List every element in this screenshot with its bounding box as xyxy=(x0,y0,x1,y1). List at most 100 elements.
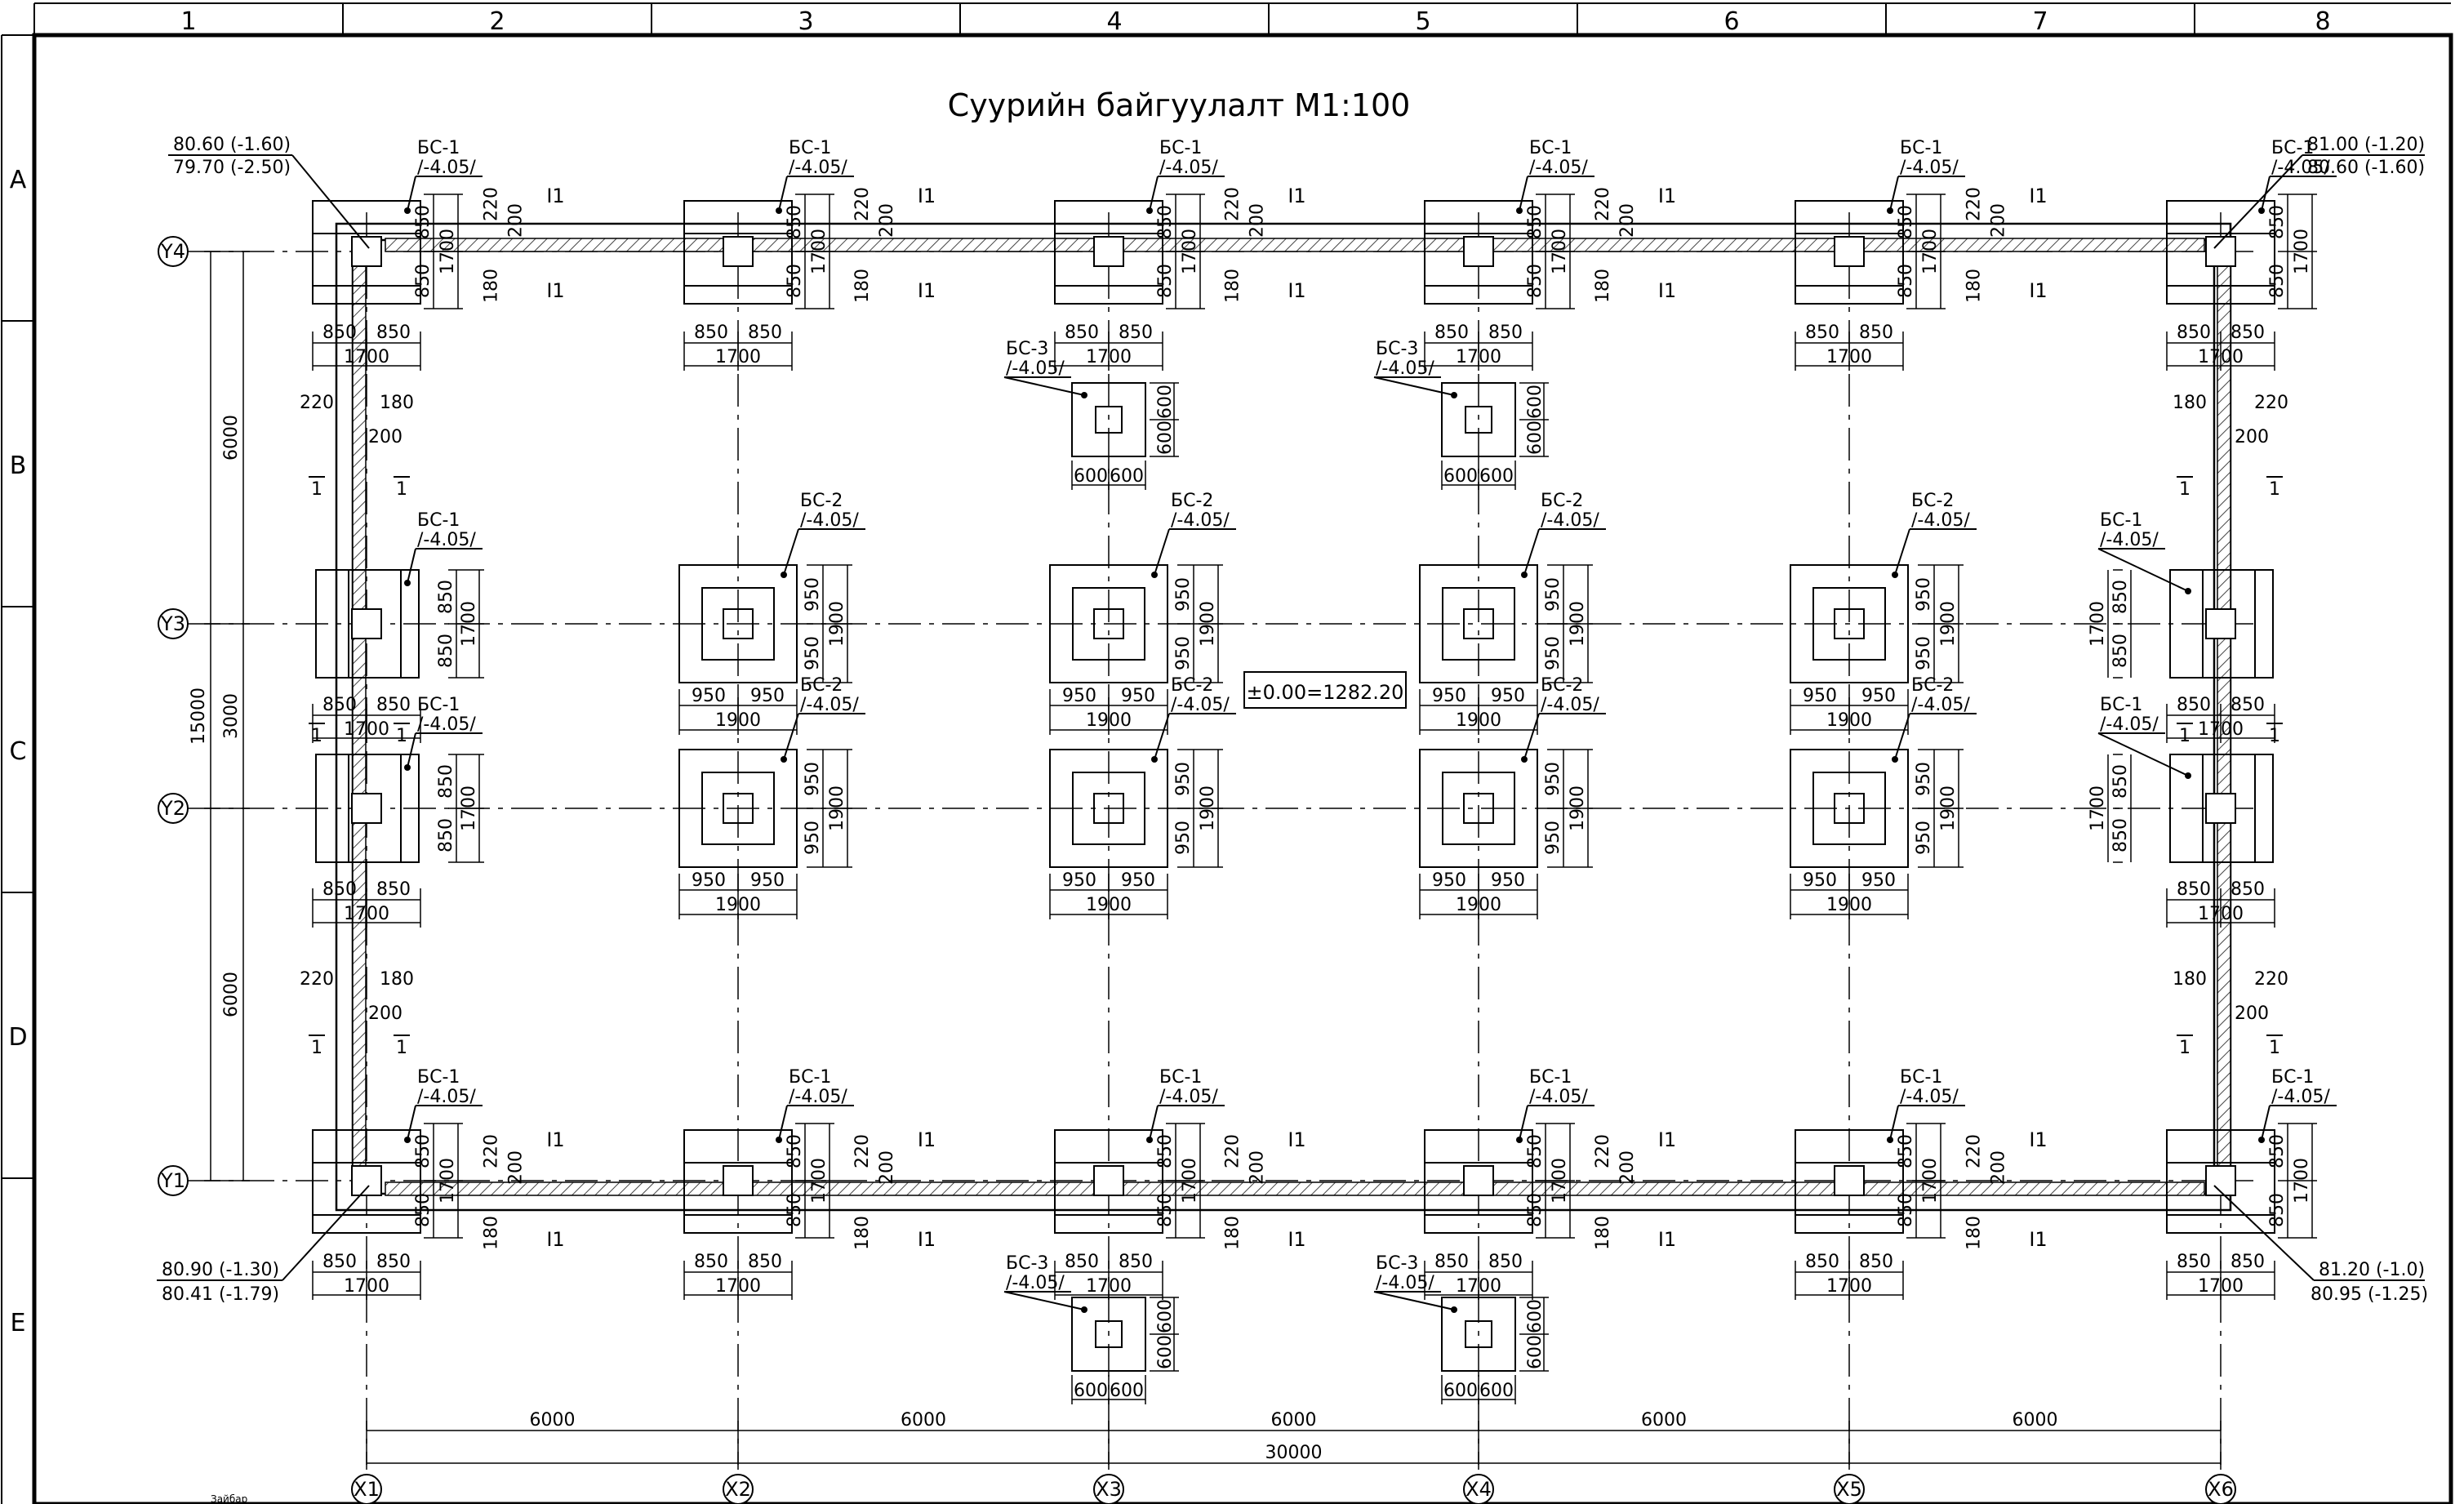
dim-text: 1900 xyxy=(715,895,761,915)
dim-text: 600 xyxy=(1074,1381,1108,1401)
leader-dot xyxy=(2258,207,2265,214)
dim-text: 600 xyxy=(1155,1335,1176,1369)
footing-step xyxy=(348,754,402,863)
wall-dim-text: 200 xyxy=(506,1150,527,1185)
dim-text: 850 xyxy=(322,323,357,343)
footing-bs2: БС-2/-4.05/ xyxy=(1049,675,1236,868)
wall-dim-text: 220 xyxy=(1223,1134,1243,1168)
dim-text: 950 xyxy=(692,686,726,706)
wall-dim-text: 200 xyxy=(1989,203,2009,238)
column-stub xyxy=(723,236,754,267)
leader-dot xyxy=(1151,756,1158,763)
footing-step xyxy=(701,772,775,845)
dim-text: 850 xyxy=(785,264,805,298)
dim-text: 950 xyxy=(1062,686,1096,706)
dim-text: 850 xyxy=(785,1193,805,1227)
wall-bottom xyxy=(385,1181,2205,1196)
elevation-line-1: 81.20 (-1.0) xyxy=(2319,1260,2425,1280)
wall-dim-text: 180 xyxy=(380,393,414,413)
section-mark: 1 xyxy=(2269,726,2280,746)
dim-text: 950 xyxy=(1543,762,1563,796)
section-mark: I1 xyxy=(1658,279,1676,302)
footing-step xyxy=(701,587,775,661)
footing-label: БС-2 xyxy=(1911,675,1954,696)
footing-outline xyxy=(1790,749,1909,868)
dim-text: 850 xyxy=(1155,205,1176,239)
dim-text: 850 xyxy=(436,818,456,852)
wall-dim-text: 220 xyxy=(852,1134,873,1168)
footing-level: /-4.05/ xyxy=(1376,1273,1434,1293)
axis-label-x: X1 xyxy=(354,1478,380,1501)
dim-text: 850 xyxy=(1525,1134,1546,1168)
leader-dot xyxy=(781,756,787,763)
section-mark: I1 xyxy=(546,1128,564,1151)
dim-text: 1700 xyxy=(1086,347,1132,367)
footing-step xyxy=(1054,1162,1163,1216)
dim-text: 1700 xyxy=(715,347,761,367)
dim-text: 1700 xyxy=(438,229,458,274)
footing-step xyxy=(1424,1162,1533,1216)
leader-line xyxy=(1523,713,1540,760)
footing-label: БС-1 xyxy=(1900,1067,1942,1088)
dim-text: 950 xyxy=(1173,821,1194,855)
leader-dot xyxy=(1521,756,1528,763)
wall-dim-text: 180 xyxy=(2173,393,2207,413)
footing-level: /-4.05/ xyxy=(1376,358,1434,379)
section-mark: 1 xyxy=(396,726,407,746)
dim-text: 6000 xyxy=(2013,1410,2058,1431)
dim-text: 850 xyxy=(785,1134,805,1168)
elevation-line-1: 80.60 (-1.60) xyxy=(173,135,291,155)
axis-bubble xyxy=(158,793,189,824)
leader-dot xyxy=(1516,1137,1523,1143)
footing-bs1: БС-1/-4.05/ xyxy=(315,695,483,863)
partial-label: Зайбар xyxy=(211,1493,247,1504)
dim-text: 1700 xyxy=(2198,347,2244,367)
footing-bs2: БС-2/-4.05/ xyxy=(1790,675,1977,868)
dim-text: 1900 xyxy=(1938,601,1959,647)
leader-line xyxy=(783,713,799,760)
footing-level: /-4.05/ xyxy=(1911,510,1970,531)
dim-text: 1700 xyxy=(344,719,389,740)
axis-bubble xyxy=(351,1474,382,1504)
dim-text: 850 xyxy=(322,695,357,715)
elevation-line-1: 80.90 (-1.30) xyxy=(162,1260,279,1280)
leader-dot xyxy=(1887,1137,1893,1143)
wall-dim-text: 200 xyxy=(368,1003,403,1024)
dim-text: 1700 xyxy=(459,785,479,831)
axis-label-y: Y4 xyxy=(160,240,185,263)
leader-line xyxy=(1154,713,1170,760)
dim-text: 850 xyxy=(2267,264,2288,298)
wall-dim-text: 200 xyxy=(877,1150,897,1185)
footing-label: БС-3 xyxy=(1006,339,1048,359)
column-stub xyxy=(1463,608,1494,639)
frame-row-label: B xyxy=(10,452,27,480)
leader-dot xyxy=(1521,572,1528,578)
column-stub xyxy=(1465,406,1492,434)
elevation-line-2: 80.95 (-1.25) xyxy=(2311,1284,2428,1305)
dim-text: 850 xyxy=(1859,1252,1893,1272)
section-mark: 1 xyxy=(311,1038,322,1058)
leader-line xyxy=(2097,732,2189,776)
dim-text: 600 xyxy=(1525,1299,1546,1333)
axis-bubble xyxy=(158,1165,189,1196)
frame-column-label: 8 xyxy=(2315,7,2330,36)
dim-text: 850 xyxy=(413,1193,434,1227)
footing-level: /-4.05/ xyxy=(789,1087,847,1107)
column-stub xyxy=(1463,1165,1494,1196)
dim-text: 600 xyxy=(1155,420,1176,455)
frame-column-label: 1 xyxy=(180,7,196,36)
dim-text: 850 xyxy=(1488,323,1523,343)
wall-dim-text: 200 xyxy=(1617,203,1638,238)
leader-line xyxy=(1149,1105,1159,1141)
footing-outline xyxy=(1419,749,1538,868)
wall-dim-text: 180 xyxy=(1593,1216,1613,1250)
dim-text: 850 xyxy=(1896,1134,1916,1168)
footing-level: /-4.05/ xyxy=(1159,1087,1218,1107)
wall-dim-text: 220 xyxy=(1223,187,1243,221)
dim-text: 950 xyxy=(1062,870,1096,891)
axis-label-x: X5 xyxy=(1836,1478,1862,1501)
dim-text: 1700 xyxy=(2198,719,2244,740)
footing-bs1: БС-1/-4.05/ xyxy=(312,138,483,305)
footing-level: /-4.05/ xyxy=(1900,158,1959,178)
dim-text: 1700 xyxy=(2292,229,2312,274)
